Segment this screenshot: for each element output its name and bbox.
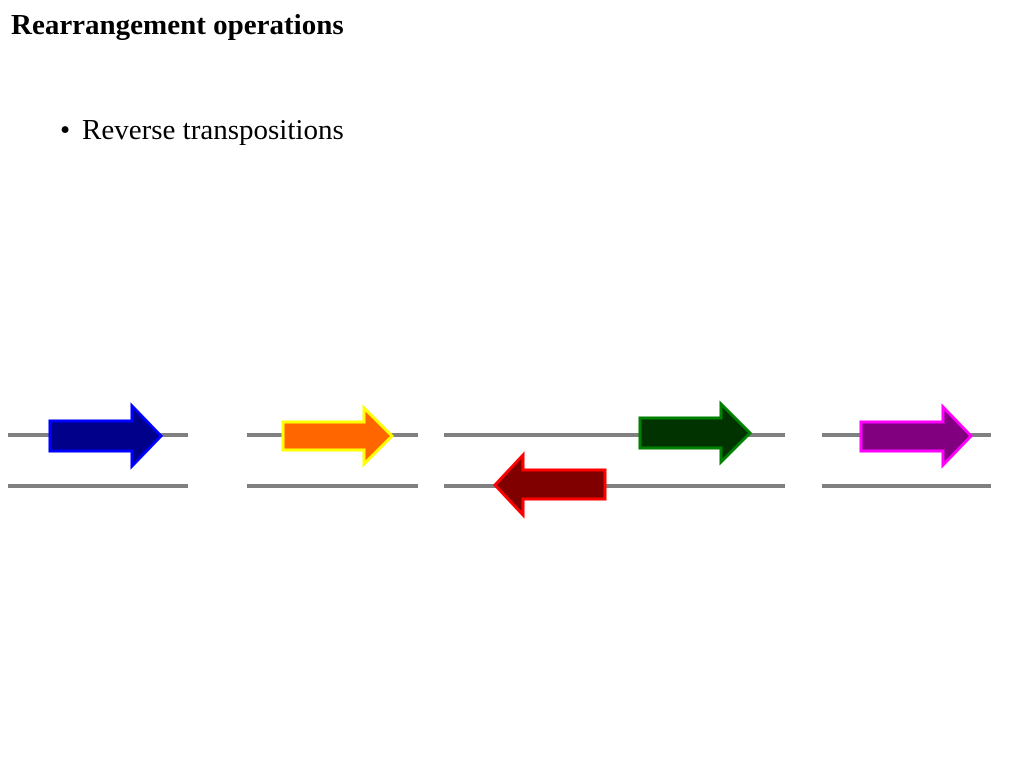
red-arrow bbox=[492, 451, 607, 519]
blue-arrow bbox=[48, 402, 164, 470]
green-arrow bbox=[638, 400, 753, 466]
bullet-list: • Reverse transpositions bbox=[60, 110, 344, 150]
slide-title: Rearrangement operations bbox=[11, 9, 344, 41]
bullet-item: • Reverse transpositions bbox=[60, 110, 344, 150]
bullet-marker: • bbox=[60, 114, 71, 146]
purple-arrow bbox=[859, 403, 974, 469]
orange-arrow bbox=[281, 404, 395, 468]
bullet-text: Reverse transpositions bbox=[82, 114, 344, 146]
